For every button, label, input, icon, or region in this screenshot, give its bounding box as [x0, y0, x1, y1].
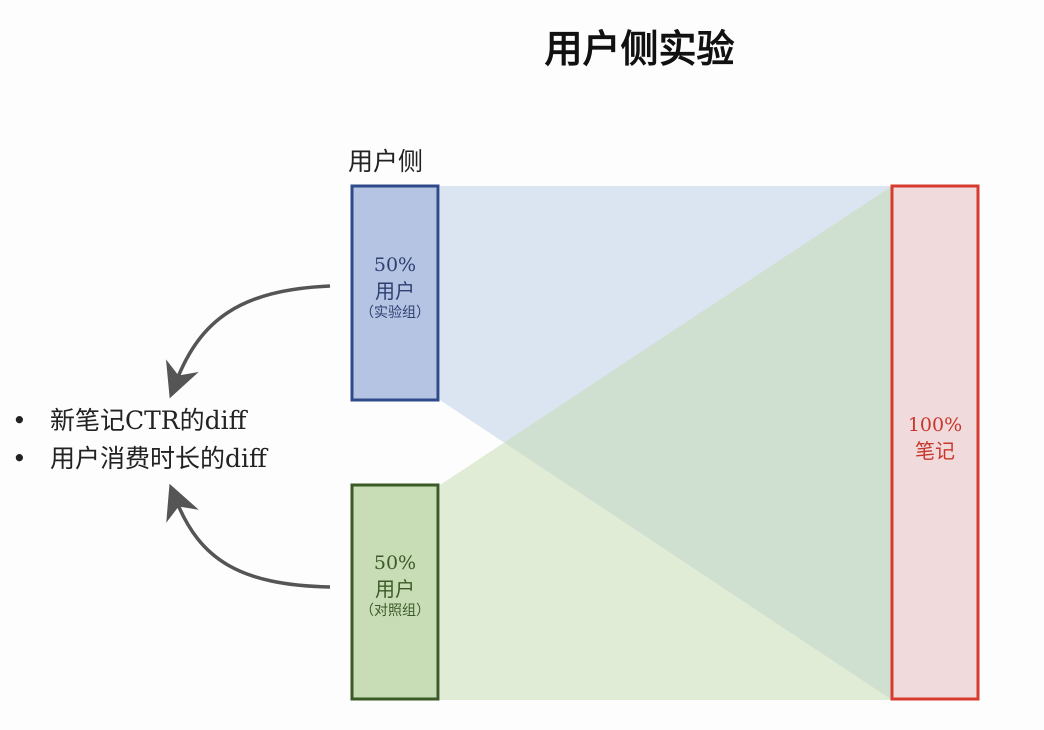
treatment-group: （实验组）: [360, 304, 430, 321]
control-flow: [440, 186, 892, 700]
list-item: 新笔记CTR的diff: [12, 402, 267, 440]
control-label: 50% 用户 （对照组）: [352, 551, 438, 620]
notes-what: 笔记: [915, 438, 955, 463]
notes-label: 100% 笔记: [892, 413, 978, 464]
page-title: 用户侧实验: [544, 26, 735, 71]
treatment-label: 50% 用户 （实验组）: [352, 253, 438, 322]
control-percent: 50%: [373, 552, 417, 574]
treatment-box: [350, 184, 440, 402]
control-box: [350, 483, 440, 701]
metrics-list: 新笔记CTR的diff 用户消费时长的diff: [12, 402, 267, 477]
notes-box: [890, 184, 980, 701]
list-item: 用户消费时长的diff: [12, 440, 267, 478]
control-group: （对照组）: [360, 602, 430, 619]
control-who: 用户: [375, 576, 415, 601]
user-side-label: 用户侧: [348, 147, 424, 176]
treatment-percent: 50%: [373, 254, 417, 276]
arrow-from-control: [166, 483, 331, 589]
notes-percent: 100%: [907, 414, 963, 436]
treatment-who: 用户: [375, 278, 415, 303]
arrow-from-treatment: [166, 284, 331, 399]
